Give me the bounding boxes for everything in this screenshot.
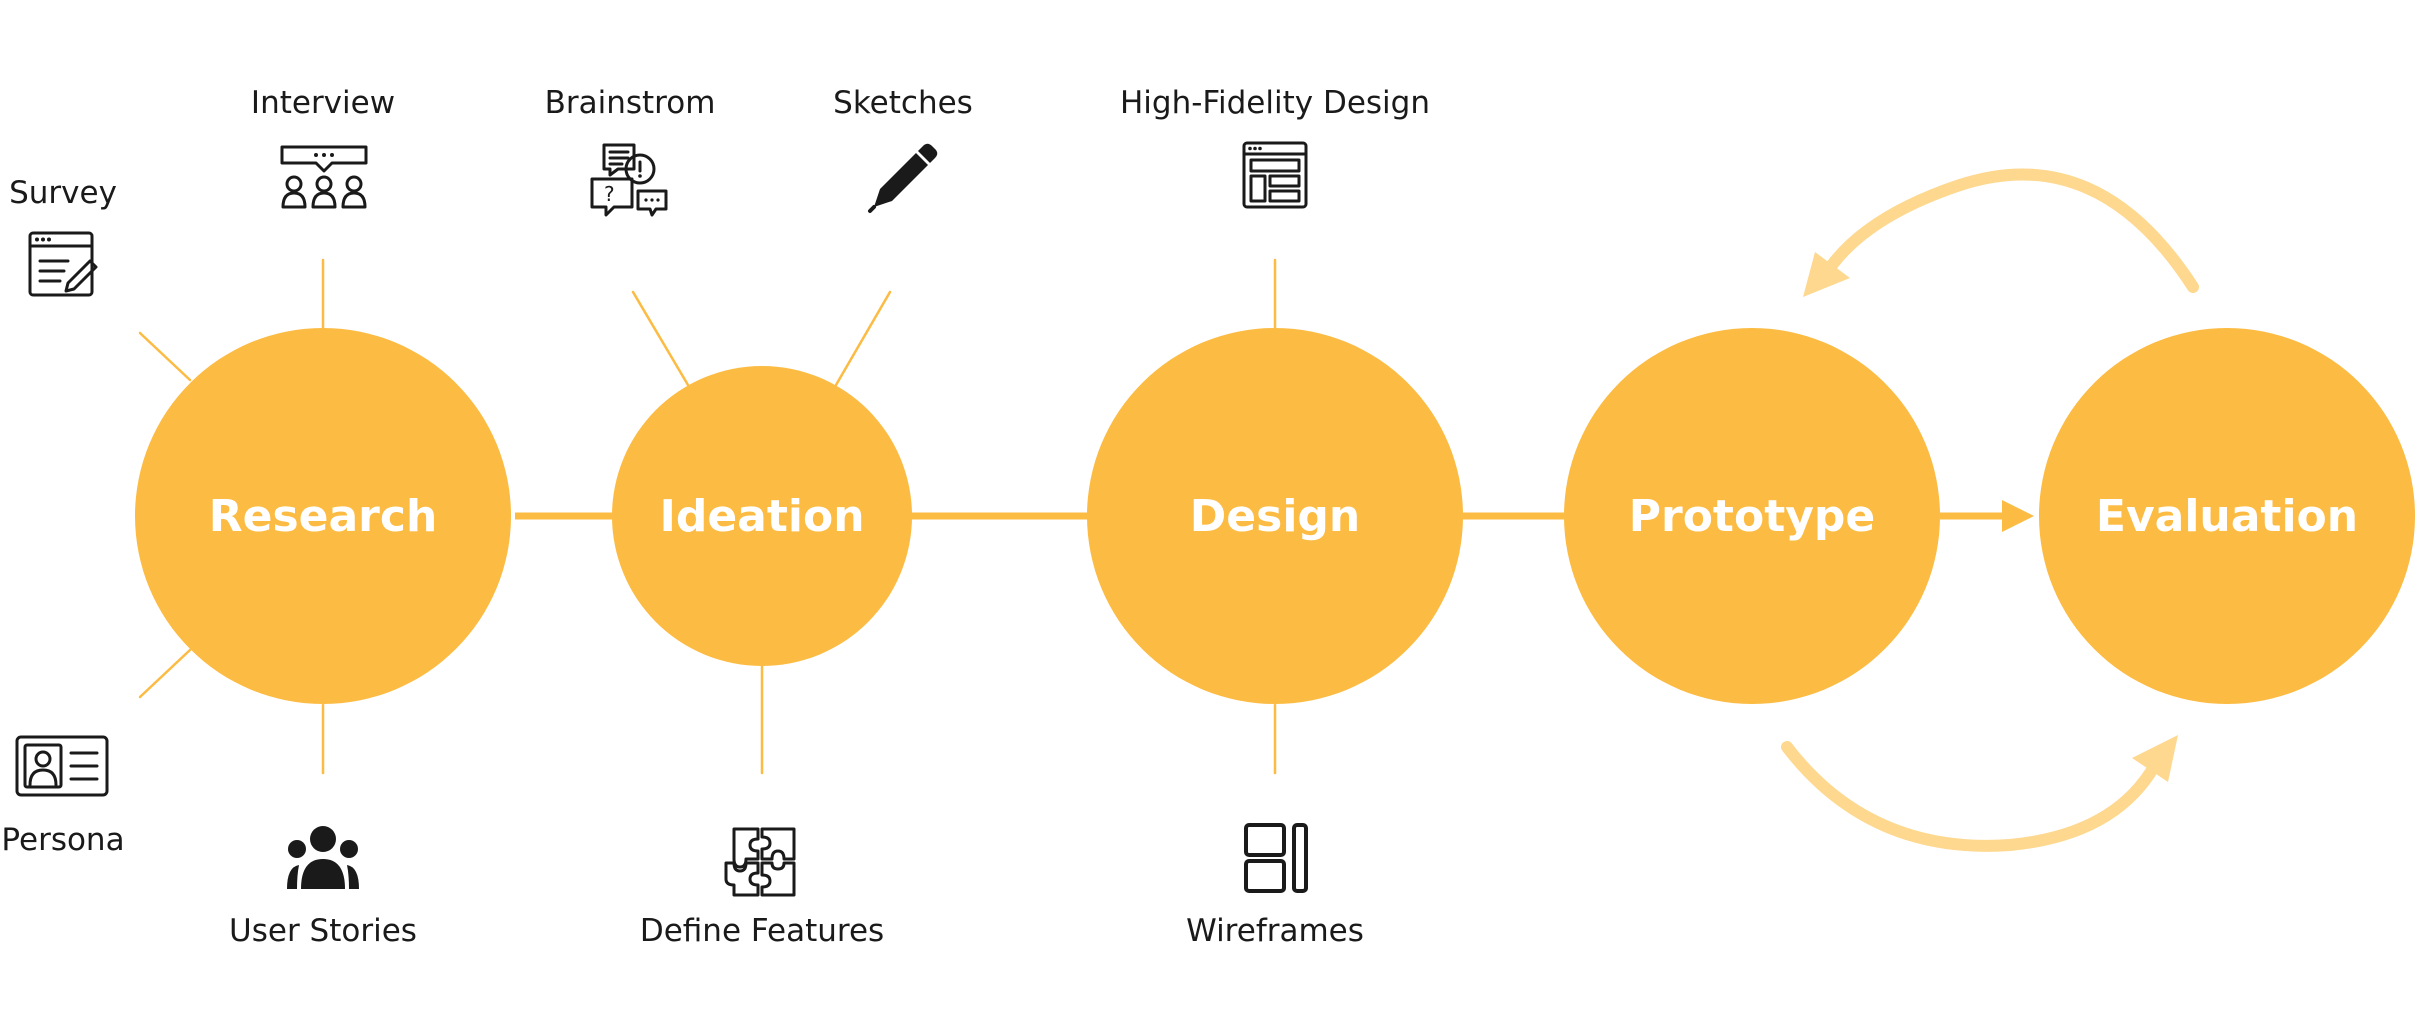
stage-design: Design [1087,328,1463,704]
cycle-arrow-top [1826,168,2199,293]
method-label-persona: Persona [1,822,124,858]
stage-label: Ideation [659,491,864,542]
pencil-icon [868,143,938,213]
interview-group-icon [280,145,368,209]
stage-label: Design [1190,491,1360,542]
spoke-sketches [834,290,892,387]
cycle-arrowhead-top [1803,252,1850,297]
puzzle-icon [724,827,796,897]
spoke-survey [138,331,192,382]
svg-text:?: ? [604,182,615,206]
method-label-brainstorm: Brainstrom [545,85,716,121]
method-label-define-features: Define Features [640,913,884,949]
method-label-high-fidelity: High-Fidelity Design [1120,85,1430,121]
iteration-cycle [1781,168,2199,852]
persona-card-icon [15,735,109,797]
speech-bubbles-icon: ? [590,143,668,217]
method-label-survey: Survey [9,175,117,211]
spoke-persona [138,648,192,699]
user-group-icon [287,826,359,889]
stage-evaluation: Evaluation [2039,328,2415,704]
web-layout-icon [1242,141,1308,209]
stage-ideation: Ideation [612,366,912,666]
stage-label: Research [209,491,438,542]
stage-label: Prototype [1629,491,1876,542]
cycle-arrow-bottom [1781,741,2161,852]
cycle-arrowhead-bottom [2132,735,2178,782]
method-label-user-stories: User Stories [229,913,417,949]
flow-arrowhead [2002,500,2034,532]
method-label-sketches: Sketches [833,85,973,121]
survey-form-icon [28,231,98,297]
wireframe-layout-icon [1244,823,1308,893]
method-label-interview: Interview [251,85,395,121]
spokes [138,258,1277,775]
stage-research: Research [135,328,511,704]
stage-prototype: Prototype [1564,328,1940,704]
stages: Research Ideation Design Prototype Evalu… [135,328,2415,704]
method-labels: Survey Interview Persona User Stories Br… [1,85,1430,949]
method-label-wireframes: Wireframes [1186,913,1364,949]
stage-label: Evaluation [2096,491,2358,542]
spoke-brainstorm [631,290,690,387]
